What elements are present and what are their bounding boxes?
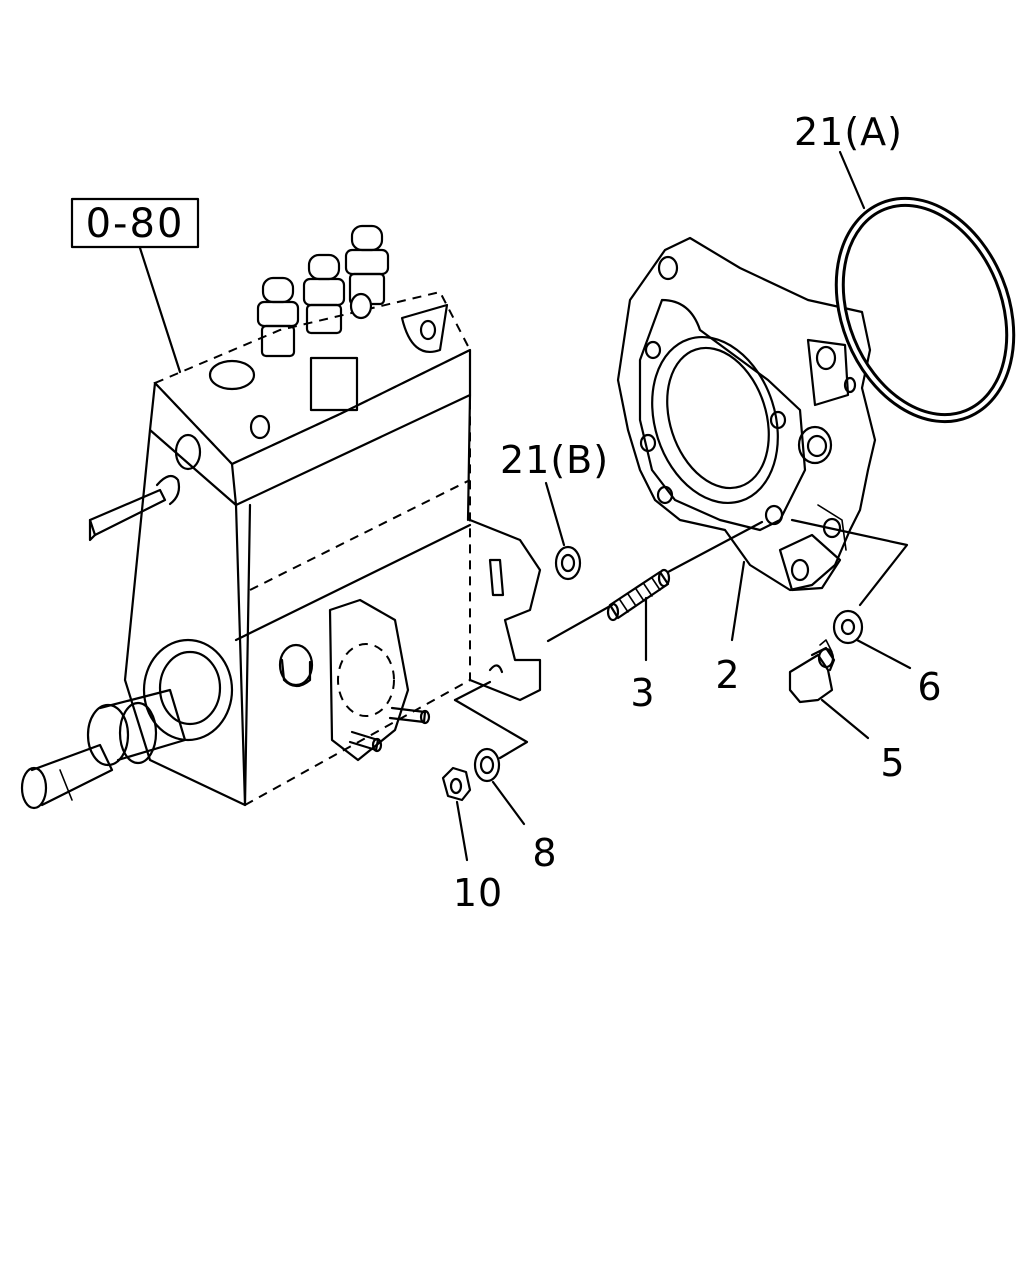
assembly-lines: [453, 518, 909, 760]
washer-part-6[interactable]: [832, 609, 864, 645]
stud-part-3[interactable]: [606, 568, 671, 622]
callout-10: 10: [453, 871, 503, 915]
reference-leader: [138, 246, 182, 374]
callout-21a: 21(A): [794, 110, 903, 154]
callout-8: 8: [532, 831, 557, 875]
reference-box[interactable]: 0-80: [70, 197, 200, 249]
oring-21a[interactable]: [809, 176, 1024, 444]
callout-2: 2: [715, 653, 740, 697]
callout-6: 6: [917, 665, 942, 709]
callout-5: 5: [880, 741, 905, 785]
bolt-part-5[interactable]: [788, 639, 836, 704]
oring-21b[interactable]: [554, 545, 582, 581]
callout-21b: 21(B): [500, 438, 609, 482]
injection-pump: [20, 224, 542, 810]
housing-part-2[interactable]: [616, 236, 877, 592]
reference-box-label: 0-80: [86, 201, 185, 247]
nut-part-10[interactable]: [441, 766, 472, 802]
callout-3: 3: [630, 671, 655, 715]
washer-part-8[interactable]: [473, 747, 501, 783]
leader-lines: [455, 150, 912, 862]
